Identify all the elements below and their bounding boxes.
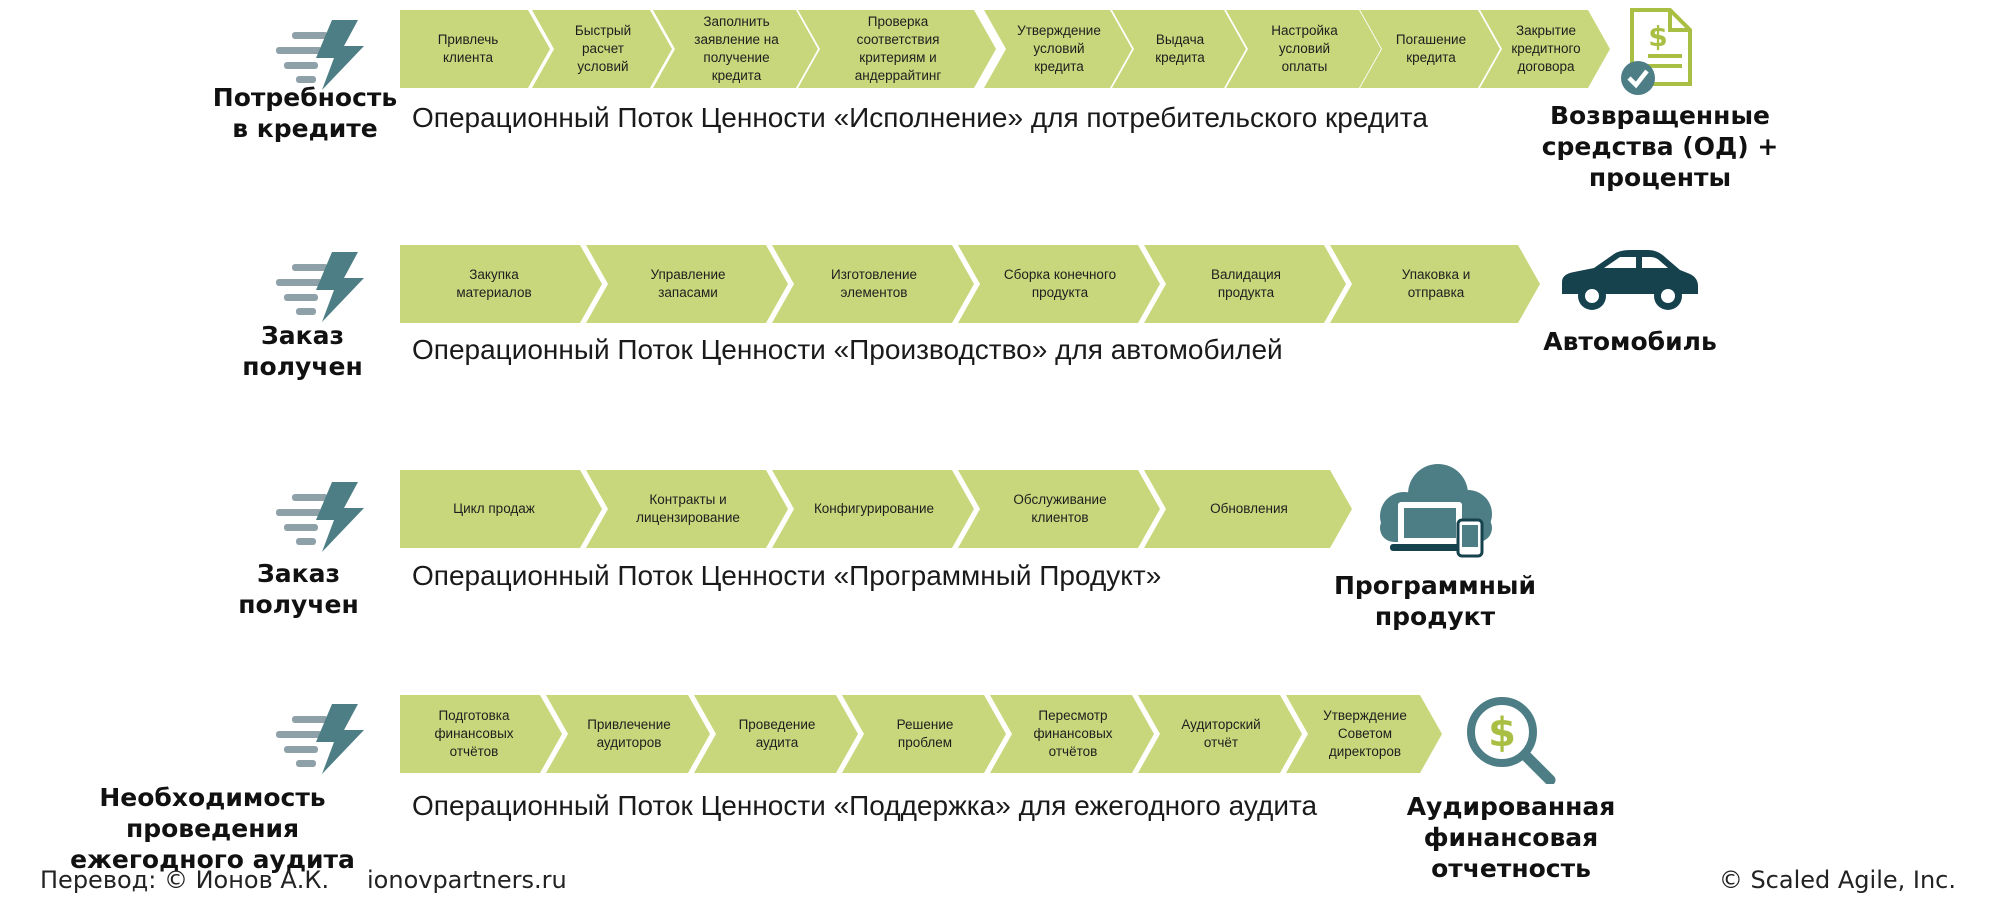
stream-title: Операционный Поток Ценности «Исполнение»… [412,102,1428,133]
step-chain: Закупка материалов Управление запасами И… [400,245,1540,323]
cloud-devices-icon [1380,464,1492,558]
step: Утверждение условий кредита [984,10,1132,88]
step: Погашение кредита [1360,10,1500,88]
step: Сборка конечного продукта [958,245,1160,323]
step: Закупка материалов [400,245,602,323]
outcome-label: Аудированная финансовая отчетность [1406,792,1616,883]
lightning-icon [276,252,364,322]
step: Пересмотр финансовых отчётов [990,695,1154,773]
magnifier-dollar-icon: $ [1467,697,1556,784]
copyright: © Scaled Agile, Inc. [1718,866,1956,894]
step-chain: Привлечь клиента Быстрый расчет условий … [400,10,1610,88]
step-chain: Подготовка финансовых отчётов Привлечени… [400,695,1442,773]
step: Заполнить заявление на получение кредита [653,10,818,88]
step: Конфигурирование [772,470,974,548]
outcome-label: Автомобиль [1543,327,1717,356]
step: Утверждение Советом директоров [1286,695,1442,773]
trigger-label: Заказ получен [242,321,363,381]
step: Решение проблем [842,695,1006,773]
car-icon [1562,250,1698,310]
step: Валидация продукта [1144,245,1346,323]
step: Изготовление элементов [772,245,974,323]
step: Аудиторский отчёт [1138,695,1302,773]
step: Быстрый расчет условий [532,10,672,88]
step: Настройка условий оплаты [1226,10,1381,88]
step: Обновления [1144,470,1352,548]
step: Выдача кредита [1112,10,1246,88]
trigger-label: Потребность в кредите [212,83,398,143]
trigger-label: Необходимость проведения ежегодного ауди… [70,783,355,874]
step: Управление запасами [586,245,788,323]
step: Привлечь клиента [400,10,550,88]
step: Упаковка и отправка [1330,245,1540,323]
step: Проверка соответствия критериям и андерр… [798,10,996,88]
outcome-label: Возвращенные средства (ОД) + проценты [1541,101,1779,192]
svg-text:$: $ [1648,20,1667,53]
step-chain: Цикл продаж Контракты и лицензирование К… [400,470,1352,548]
site-link[interactable]: ionovpartners.ru [367,866,567,894]
step: Проведение аудита [694,695,858,773]
lightning-icon [276,482,364,552]
step: Цикл продаж [400,470,602,548]
translation-credit: Перевод: © Ионов А.К. [40,866,330,894]
svg-text:$: $ [1488,710,1516,756]
step: Подготовка финансовых отчётов [400,695,562,773]
lightning-icon [276,704,364,774]
stream-title: Операционный Поток Ценности «Производств… [412,334,1283,365]
dollar-document-check-icon: $ [1621,8,1692,95]
outcome-label: Программный продукт [1333,571,1537,631]
trigger-label: Заказ получен [238,559,359,619]
step: Контракты и лицензирование [586,470,788,548]
step: Привлечение аудиторов [546,695,710,773]
stream-title: Операционный Поток Ценности «Поддержка» … [412,790,1318,821]
stream-title: Операционный Поток Ценности «Программный… [412,560,1162,591]
lightning-icon [276,20,364,90]
step: Обслуживание клиентов [958,470,1160,548]
